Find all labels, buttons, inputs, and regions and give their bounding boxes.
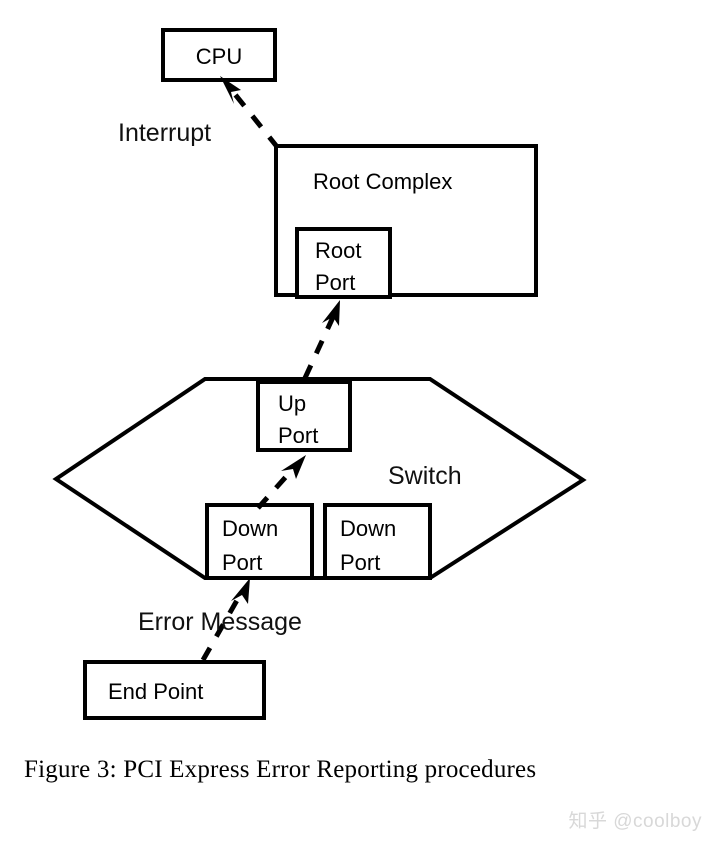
root-port-arrow-head xyxy=(322,300,340,326)
interrupt-arrow-head xyxy=(220,76,241,104)
down-port-right-label-line1: Down xyxy=(340,516,396,541)
up-port-label-line2: Port xyxy=(278,423,318,448)
cpu-box xyxy=(161,28,277,82)
root-port-arrow-line xyxy=(302,313,337,380)
down-port-left-label-line1: Down xyxy=(222,516,278,541)
up-port-arrow-line xyxy=(256,468,294,510)
switch-label: Switch xyxy=(388,462,462,490)
interrupt-arrow-line xyxy=(228,86,280,150)
interrupt-label: Interrupt xyxy=(118,119,211,147)
error-message-arrow-head xyxy=(231,578,250,604)
error-message-arrow-line xyxy=(200,593,243,662)
end-point-box xyxy=(83,660,266,720)
root-complex-label: Root Complex xyxy=(313,169,452,194)
error-message-label: Error Message xyxy=(138,608,302,636)
root-port-label-line1: Root xyxy=(315,238,361,263)
cpu-label: CPU xyxy=(196,44,242,69)
figure-caption: Figure 3: PCI Express Error Reporting pr… xyxy=(24,756,537,783)
root-port-label-line2: Port xyxy=(315,270,355,295)
up-port-box xyxy=(256,380,352,452)
watermark-text: 知乎 @coolboy xyxy=(568,811,702,832)
end-point-label: End Point xyxy=(108,679,203,704)
up-port-arrow-head xyxy=(281,455,306,479)
up-port-label-line1: Up xyxy=(278,391,306,416)
down-port-right-box xyxy=(323,503,432,580)
down-port-left-box xyxy=(205,503,314,580)
down-port-right-label-line2: Port xyxy=(340,550,380,575)
root-port-box xyxy=(295,227,392,299)
down-port-left-label-line2: Port xyxy=(222,550,262,575)
